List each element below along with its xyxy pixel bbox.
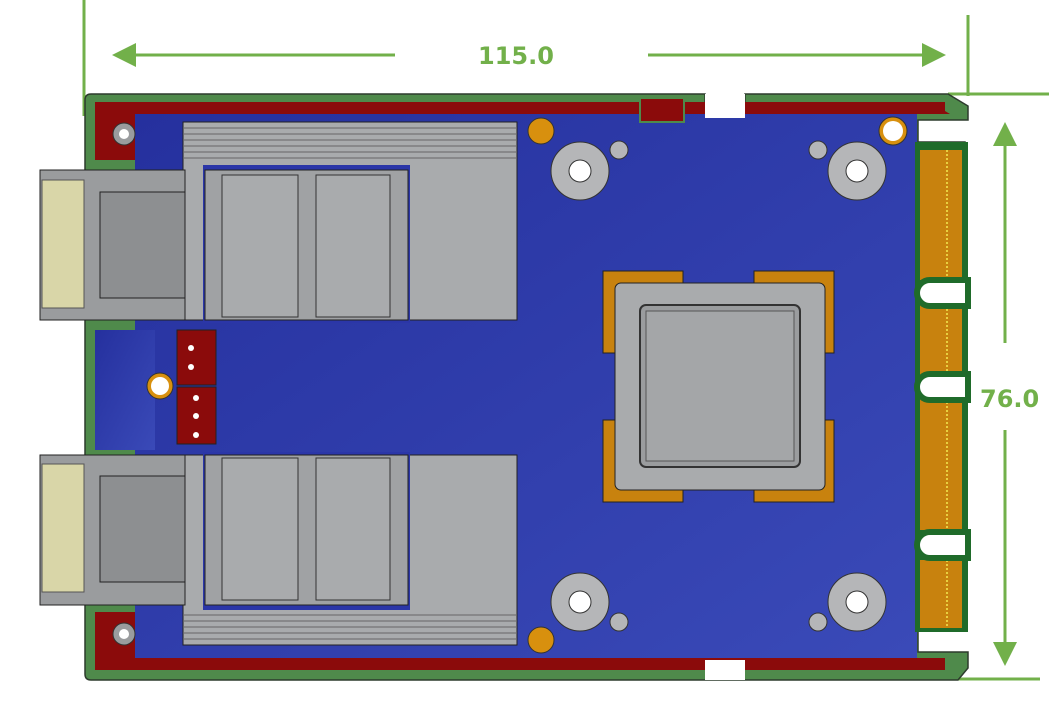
height-dimension-label: 76.0 [980,385,1040,413]
width-dimension-label: 115.0 [478,42,554,70]
mounting-holes [112,116,908,654]
main-chip [602,270,835,503]
qsfp-connector-bottom [39,452,518,646]
edge-connector [914,142,971,632]
pin-headers [176,329,217,445]
qsfp-connector-top [39,121,518,323]
